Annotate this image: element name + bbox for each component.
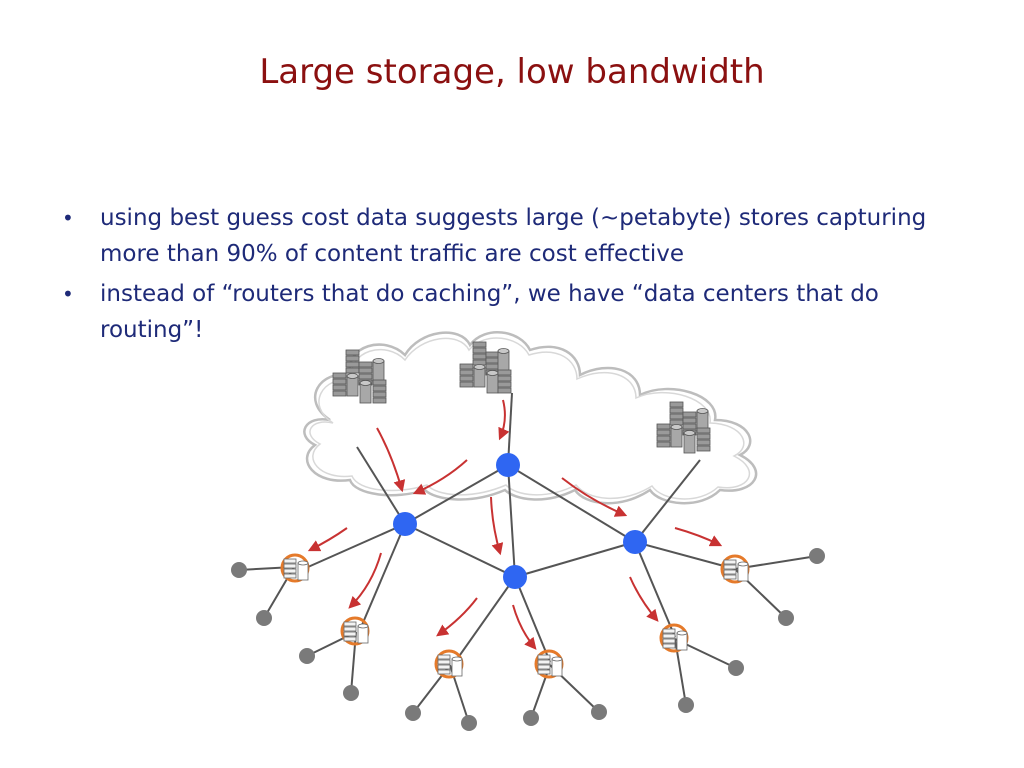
slide-title: Large storage, low bandwidth bbox=[259, 52, 765, 92]
end-user-node-icon bbox=[405, 705, 421, 721]
end-user-node-icon bbox=[343, 685, 359, 701]
cache-server-icon bbox=[534, 649, 564, 679]
end-user-node-icon bbox=[809, 548, 825, 564]
bullet-dot-icon: • bbox=[62, 206, 74, 230]
end-user-node-icon bbox=[523, 710, 539, 726]
end-user-node-icon bbox=[231, 562, 247, 578]
end-user-node-icon bbox=[461, 715, 477, 731]
router-node-icon bbox=[496, 453, 520, 477]
cache-server-icon bbox=[340, 616, 370, 646]
bullet-item: • using best guess cost data suggests lar… bbox=[58, 200, 988, 272]
end-user-node-icon bbox=[256, 610, 272, 626]
network-links bbox=[238, 392, 818, 724]
cache-server-icon bbox=[720, 554, 750, 584]
end-user-nodes bbox=[231, 548, 825, 731]
router-node-icon bbox=[623, 530, 647, 554]
cache-server-icon bbox=[280, 553, 310, 583]
bullet-dot-icon: • bbox=[62, 282, 74, 306]
cloud-shape bbox=[303, 331, 758, 505]
router-node-icon bbox=[503, 565, 527, 589]
cache-server-icon bbox=[434, 649, 464, 679]
bullet-text: using best guess cost data suggests larg… bbox=[100, 205, 927, 267]
end-user-node-icon bbox=[299, 648, 315, 664]
end-user-node-icon bbox=[591, 704, 607, 720]
end-user-node-icon bbox=[728, 660, 744, 676]
end-user-node-icon bbox=[678, 697, 694, 713]
end-user-node-icon bbox=[778, 610, 794, 626]
bullet-item: • instead of “routers that do caching”, w… bbox=[58, 276, 988, 348]
bullet-text: instead of “routers that do caching”, we… bbox=[100, 281, 879, 343]
router-node-icon bbox=[393, 512, 417, 536]
traffic-arrows bbox=[307, 399, 723, 650]
router-nodes bbox=[393, 453, 647, 589]
cache-server-icon bbox=[659, 623, 689, 653]
bullet-list: • using best guess cost data suggests lar… bbox=[58, 200, 988, 352]
